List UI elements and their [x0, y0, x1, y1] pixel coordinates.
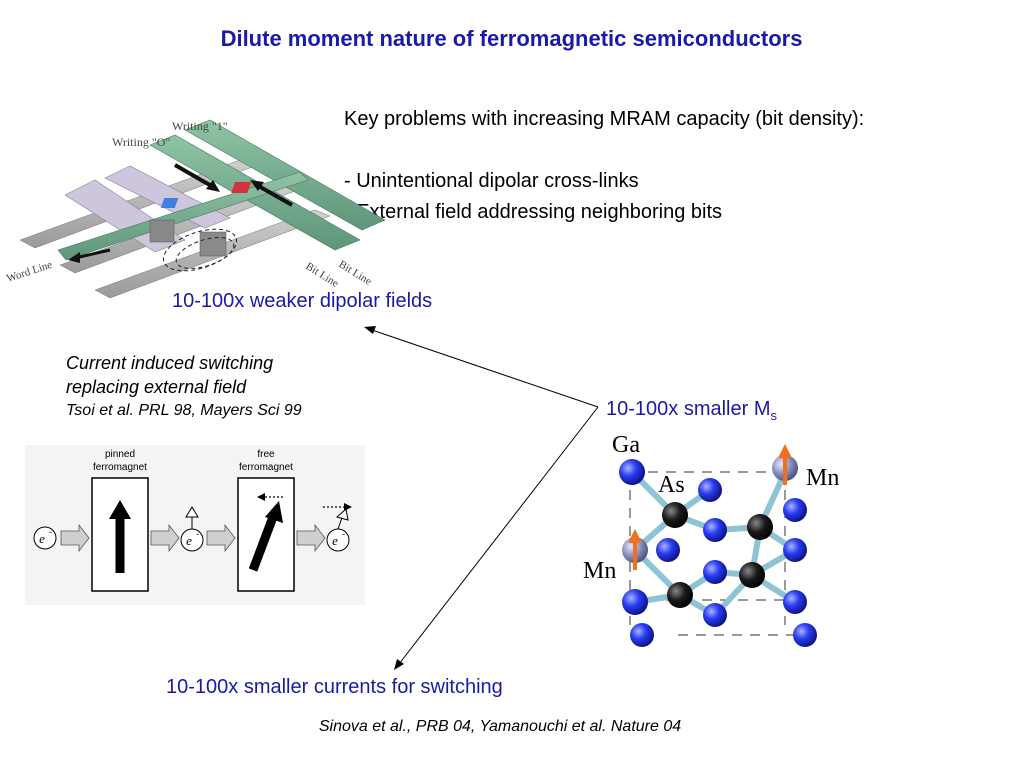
- electron-sup: -: [196, 529, 199, 539]
- electron-label: e: [39, 531, 45, 546]
- mn-label-left: Mn: [583, 558, 616, 584]
- pinned-label: ferromagnet: [93, 462, 147, 473]
- slide-title: Dilute moment nature of ferromagnetic se…: [220, 26, 803, 51]
- electron-label: e: [332, 533, 338, 548]
- current-switching-block: Current induced switching replacing exte…: [66, 351, 302, 423]
- gamnas-lattice-icon: Ga As Mn Mn: [583, 432, 839, 647]
- electron-label: e: [186, 533, 192, 548]
- mram-array-icon: Writing "1" Writing "O" Word Line Bit Li…: [5, 119, 386, 299]
- free-label: ferromagnet: [239, 462, 293, 473]
- smaller-ms-sub: s: [770, 408, 778, 423]
- smaller-currents-text: 10-100x smaller currents for switching: [166, 676, 503, 698]
- writing-0-label: Writing "O": [112, 135, 170, 149]
- problems-heading: Key problems with increasing MRAM capaci…: [344, 108, 865, 130]
- current-switching-line2: replacing external field: [66, 377, 247, 397]
- smaller-ms-main: 10-100x smaller M: [606, 398, 771, 420]
- smaller-ms-text: 10-100x smaller Ms: [606, 398, 777, 423]
- pinned-label: pinned: [105, 449, 135, 460]
- writing-1-label: Writing "1": [172, 119, 228, 133]
- as-label: As: [658, 472, 685, 498]
- problem-item: - Unintentional dipolar cross-links: [344, 170, 639, 192]
- mn-label-right: Mn: [806, 465, 839, 491]
- electron-sup: -: [49, 527, 52, 537]
- electron-sup: -: [342, 529, 345, 539]
- current-switching-line1: Current induced switching: [66, 353, 274, 373]
- problems-block: Key problems with increasing MRAM capaci…: [344, 104, 864, 228]
- citation: Sinova et al., PRB 04, Yamanouchi et al.…: [318, 718, 682, 735]
- dipolar-fields-text: 10-100x weaker dipolar fields: [172, 290, 433, 312]
- free-label: free: [257, 449, 275, 460]
- spin-valve-icon: pinned ferromagnet free ferromagnet e - …: [25, 445, 365, 605]
- current-switching-ref: Tsoi et al. PRL 98, Mayers Sci 99: [66, 402, 302, 419]
- problem-item: - External field addressing neighboring …: [344, 201, 722, 223]
- ga-label: Ga: [612, 432, 640, 458]
